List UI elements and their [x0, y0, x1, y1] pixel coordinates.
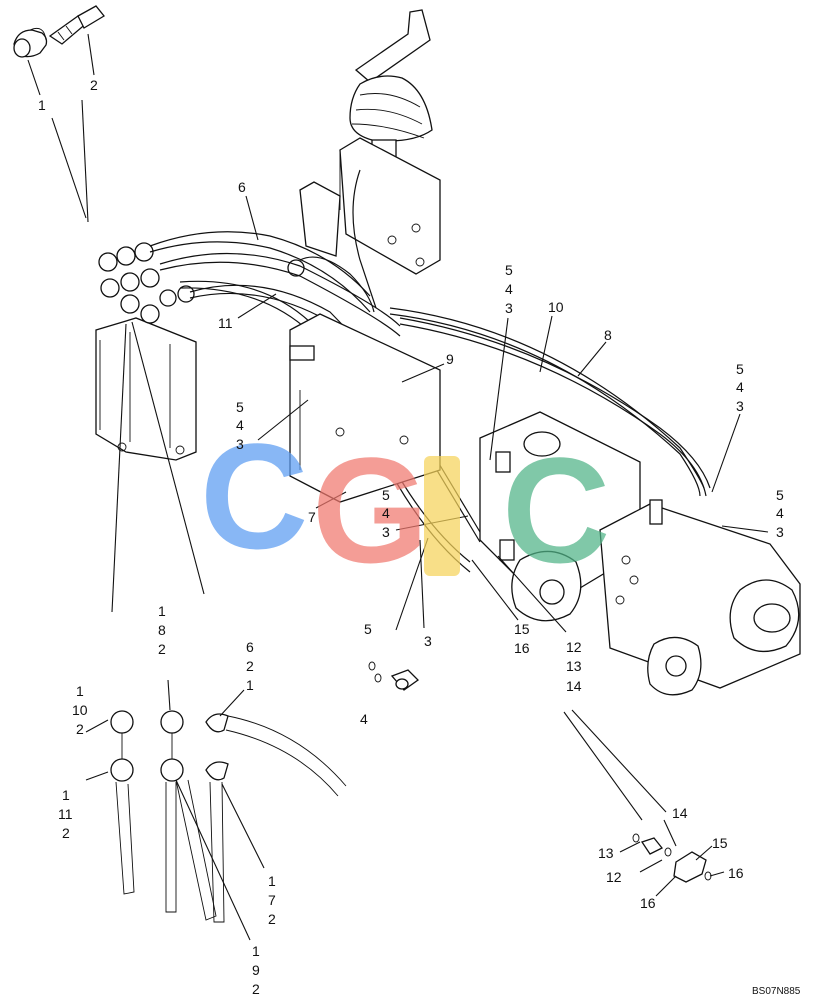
callout: 4	[736, 379, 744, 395]
callout: 11	[218, 315, 233, 331]
elbow-fitting-detail	[368, 661, 420, 691]
watermark-accent-bar	[424, 456, 460, 576]
callout: 8	[158, 622, 166, 638]
callout: 3	[505, 300, 513, 316]
callout: 4	[360, 711, 368, 727]
hydraulic-pump-assembly	[479, 411, 801, 696]
quick-coupler-group	[98, 242, 195, 324]
callout: 3	[382, 524, 390, 540]
watermark-logo: C G C	[200, 412, 610, 594]
callout: 5	[382, 487, 390, 503]
valve-block	[289, 313, 441, 503]
callout: 1	[62, 787, 70, 803]
tee-fitting-detail	[632, 833, 712, 883]
callout: 2	[62, 825, 70, 841]
callout: 1	[268, 873, 276, 889]
callout: 6	[238, 179, 246, 195]
callout: 13	[566, 658, 582, 674]
callout: 12	[606, 869, 622, 885]
callout: 2	[90, 77, 98, 93]
coupler-mounting-bracket	[95, 242, 197, 461]
callout: 2	[158, 641, 166, 657]
callout: 3	[236, 436, 244, 452]
callout: 2	[246, 658, 254, 674]
watermark-letter-2: G	[312, 426, 429, 594]
callout: 15	[514, 621, 530, 637]
callout: 3	[424, 633, 432, 649]
callout: 5	[505, 262, 513, 278]
callout: 13	[598, 845, 614, 861]
callout: 7	[268, 892, 276, 908]
callout: 1	[158, 603, 166, 619]
callout: 1	[246, 677, 254, 693]
callout: 16	[640, 895, 656, 911]
callout: 1	[76, 683, 84, 699]
callout: 1	[252, 943, 260, 959]
callout: 4	[776, 505, 784, 521]
joystick-pilot-valve	[287, 9, 441, 277]
callout: 10	[548, 299, 564, 315]
callout: 3	[776, 524, 784, 540]
callout: 9	[252, 962, 260, 978]
callout: 2	[252, 981, 260, 997]
callout: 4	[236, 417, 244, 433]
callout: 4	[505, 281, 513, 297]
callout: 16	[514, 640, 530, 656]
watermark-letter-3: C	[502, 426, 610, 594]
callout: 14	[672, 805, 688, 821]
callout: 2	[76, 721, 84, 737]
callout: 5	[364, 621, 372, 637]
callout: 5	[776, 487, 784, 503]
callout-labels: 1 2 6 11 5 4 3 10 8 9 5 4 3 5 4 3 5 4 3 …	[38, 77, 784, 997]
hose-ends-detail	[110, 710, 347, 923]
callout: 4	[382, 505, 390, 521]
callout: 9	[446, 351, 454, 367]
callout: 16	[728, 865, 744, 881]
callout: 11	[58, 806, 73, 822]
callout: 3	[736, 398, 744, 414]
callout: 1	[38, 97, 46, 113]
callout: 10	[72, 702, 88, 718]
callout: 5	[236, 399, 244, 415]
callout: 6	[246, 639, 254, 655]
cap-and-fitting-detail	[13, 5, 105, 58]
callout: 15	[712, 835, 728, 851]
callout: 8	[604, 327, 612, 343]
callout: 2	[268, 911, 276, 927]
figure-reference: BS07N885	[752, 986, 801, 997]
callout: 14	[566, 678, 582, 694]
callout: 12	[566, 639, 582, 655]
callout: 5	[736, 361, 744, 377]
callout: 7	[308, 509, 316, 525]
watermark-letter-1: C	[200, 412, 308, 580]
